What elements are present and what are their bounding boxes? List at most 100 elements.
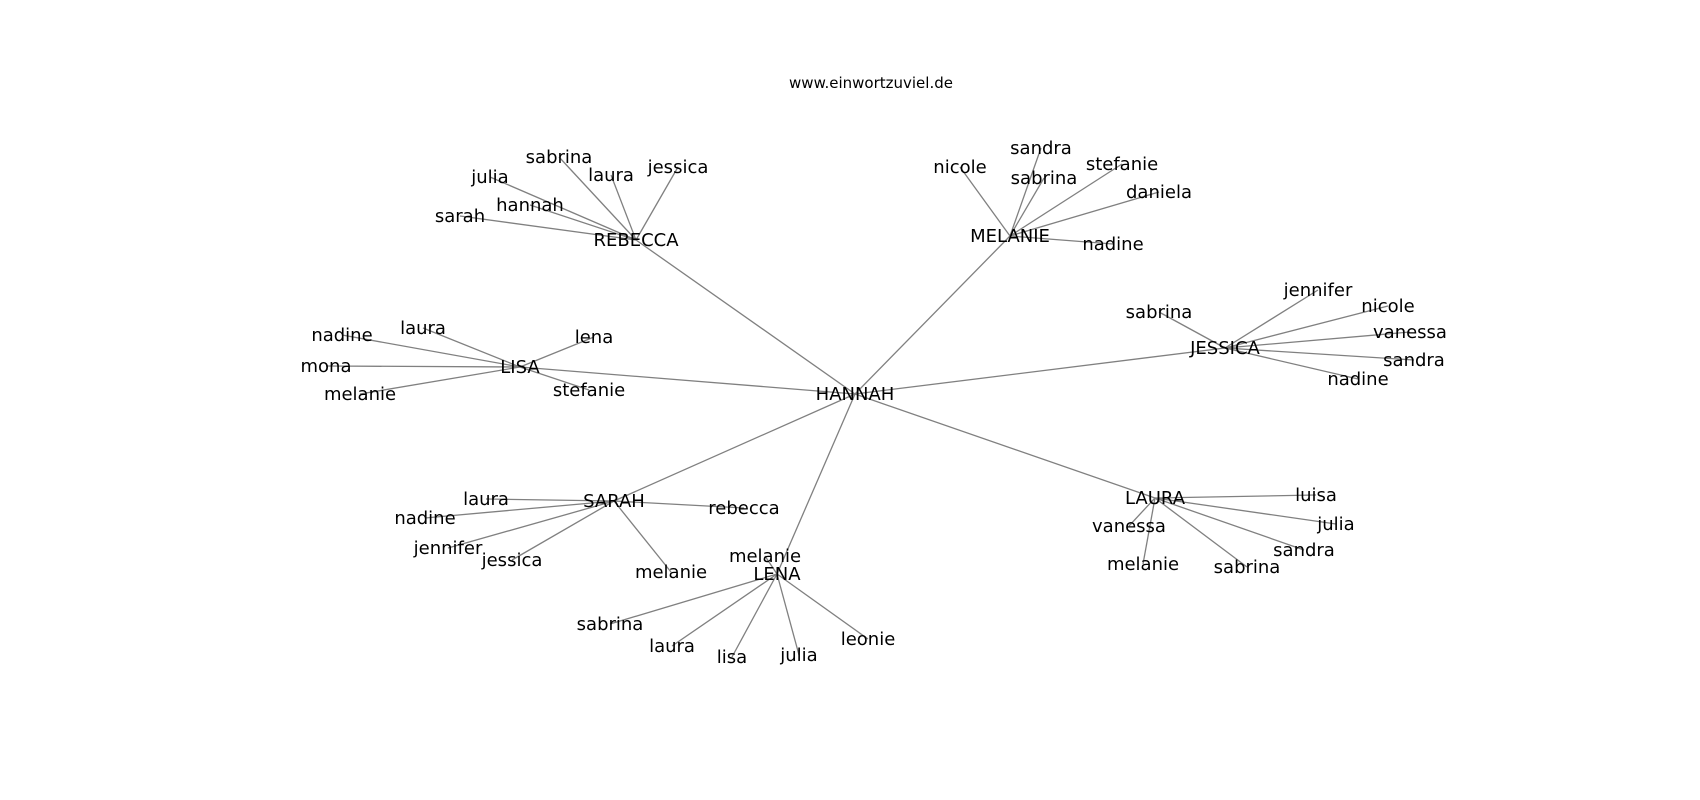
node-melanie-child-sandra: sandra	[1010, 138, 1072, 159]
edge-laura-sabrina	[1154, 497, 1248, 568]
node-lena-child-laura: laura	[649, 636, 695, 657]
edge-sarah-nadine	[424, 500, 615, 519]
edge-sarah-jessica	[511, 500, 615, 561]
edge-rebecca-julia	[489, 176, 637, 241]
edge-jessica-vanessa	[1224, 331, 1411, 349]
edge-laura-julia	[1154, 497, 1337, 525]
node-group-lisa: LISA	[500, 357, 540, 378]
node-sarah-child-jennifer: jennifer	[413, 538, 483, 559]
edge-laura-melanie	[1142, 497, 1156, 565]
node-jessica-child-sandra: sandra	[1383, 350, 1445, 371]
node-rebecca-child-julia: julia	[470, 167, 508, 188]
edge-lisa-nadine	[341, 334, 521, 368]
node-laura-child-luisa: luisa	[1295, 485, 1337, 506]
edge-lena-julia	[776, 573, 800, 656]
node-group-rebecca: REBECCA	[593, 230, 679, 251]
edge-sarah-jennifer	[447, 500, 615, 549]
edge-rebecca-sarah	[459, 215, 637, 241]
node-rebecca-child-sarah: sarah	[435, 206, 485, 227]
edge-melanie-sandra	[1009, 147, 1042, 237]
node-lena-child-lisa: lisa	[717, 647, 747, 668]
node-sarah-child-nadine: nadine	[394, 508, 455, 529]
node-laura-child-sabrina: sabrina	[1214, 557, 1281, 578]
node-rebecca-child-jessica: jessica	[647, 157, 709, 178]
node-lisa-child-melanie: melanie	[324, 384, 396, 405]
edge-jessica-jennifer	[1224, 289, 1319, 349]
edge-lisa-lena	[519, 336, 595, 368]
node-rebecca-child-sabrina: sabrina	[526, 147, 593, 168]
node-lisa-child-nadine: nadine	[311, 325, 372, 346]
node-lisa-child-lena: lena	[575, 327, 614, 348]
edge-sarah-rebecca	[613, 500, 745, 509]
edge-lena-sabrina	[609, 573, 778, 625]
node-lena-child-julia: julia	[779, 645, 817, 666]
node-melanie-child-daniela: daniela	[1126, 182, 1192, 203]
edge-hannah-laura	[854, 393, 1156, 499]
edge-rebecca-jessica	[635, 166, 679, 241]
edge-lisa-melanie	[359, 366, 521, 395]
node-lena-child-leonie: leonie	[841, 629, 896, 650]
edge-melanie-stefanie	[1009, 163, 1123, 237]
edge-sarah-laura	[485, 498, 615, 502]
edge-laura-vanessa	[1128, 497, 1156, 527]
node-melanie-child-nicole: nicole	[933, 157, 986, 178]
edge-laura-luisa	[1154, 494, 1317, 499]
node-lena-child-melanie: melanie	[729, 546, 801, 567]
edge-rebecca-hannah	[529, 204, 637, 241]
node-lisa-child-mona: mona	[301, 356, 352, 377]
node-sarah-child-rebecca: rebecca	[708, 498, 779, 519]
edge-hannah-lena	[776, 393, 856, 575]
edge-hannah-jessica	[854, 347, 1226, 395]
edge-lisa-stefanie	[519, 366, 590, 391]
node-sarah-child-laura: laura	[463, 489, 509, 510]
node-sarah-child-melanie: melanie	[635, 562, 707, 583]
edge-rebecca-laura	[610, 174, 637, 241]
node-laura-child-melanie: melanie	[1107, 554, 1179, 575]
edge-hannah-melanie	[854, 235, 1011, 395]
edge-lena-lisa	[731, 573, 778, 658]
edge-melanie-daniela	[1009, 191, 1160, 237]
edge-sarah-melanie	[613, 500, 672, 573]
edge-jessica-sandra	[1224, 347, 1415, 361]
node-melanie-child-nadine: nadine	[1082, 234, 1143, 255]
node-laura-child-vanessa: vanessa	[1092, 516, 1166, 537]
page-title: www.einwortzuviel.de	[789, 74, 953, 92]
node-jessica-child-vanessa: vanessa	[1373, 322, 1447, 343]
node-group-sarah: SARAH	[583, 491, 645, 512]
node-group-lena: LENA	[753, 564, 801, 585]
edge-laura-sandra	[1154, 497, 1305, 551]
node-jessica-child-jennifer: jennifer	[1283, 280, 1353, 301]
edge-hannah-sarah	[613, 393, 856, 502]
labels-layer: HANNAHREBECCAsarahjuliahannahsabrinalaur…	[301, 138, 1447, 668]
edge-lena-leonie	[776, 573, 869, 640]
edge-hannah-lisa	[519, 366, 856, 395]
node-jessica-child-sabrina: sabrina	[1126, 302, 1193, 323]
edge-hannah-rebecca	[635, 239, 856, 395]
edge-lisa-mona	[325, 365, 521, 368]
edge-jessica-nicole	[1224, 305, 1389, 349]
node-center-hannah: HANNAH	[816, 384, 895, 405]
edge-melanie-nadine	[1009, 235, 1114, 245]
node-group-jessica: JESSICA	[1189, 338, 1260, 359]
node-laura-child-sandra: sandra	[1273, 540, 1335, 561]
node-sarah-child-jessica: jessica	[481, 550, 543, 571]
edges-layer	[325, 147, 1415, 658]
node-rebecca-child-laura: laura	[588, 165, 634, 186]
node-lisa-child-stefanie: stefanie	[553, 380, 625, 401]
edge-lisa-laura	[422, 327, 521, 368]
node-group-melanie: MELANIE	[970, 226, 1050, 247]
edge-jessica-nadine	[1224, 347, 1359, 380]
node-melanie-child-stefanie: stefanie	[1086, 154, 1158, 175]
node-laura-child-julia: julia	[1316, 514, 1354, 535]
edge-melanie-nicole	[959, 166, 1011, 237]
node-melanie-child-sabrina: sabrina	[1011, 168, 1078, 189]
node-group-laura: LAURA	[1125, 488, 1186, 509]
node-lena-child-sabrina: sabrina	[577, 614, 644, 635]
node-jessica-child-nicole: nicole	[1361, 296, 1414, 317]
edge-rebecca-sabrina	[558, 156, 637, 241]
edge-lena-melanie	[764, 555, 778, 575]
node-lisa-child-laura: laura	[400, 318, 446, 339]
edge-jessica-sabrina	[1158, 311, 1226, 349]
edge-melanie-sabrina	[1009, 177, 1045, 237]
